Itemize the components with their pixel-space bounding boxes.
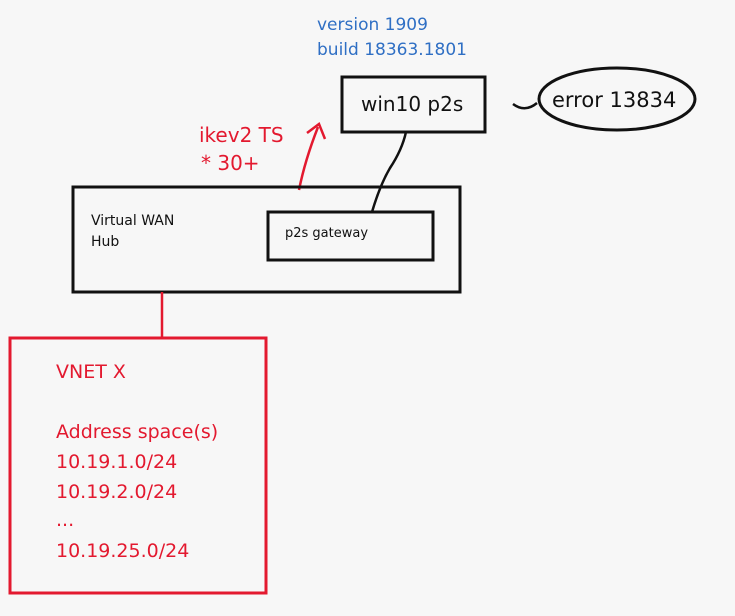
hub-label-line2: Hub	[91, 234, 119, 250]
vnet-prefix-3: 10.19.25.0/24	[56, 540, 189, 562]
client-version-text: version 1909	[317, 15, 428, 35]
vnet-title: VNET X	[56, 361, 126, 383]
hub-box	[71, 185, 462, 294]
vnet-prefix-1: 10.19.1.0/24	[56, 451, 177, 473]
vnet-address-heading: Address space(s)	[56, 421, 218, 443]
gateway-box	[266, 210, 435, 262]
error-ellipse	[537, 66, 697, 132]
vnet-prefix-2: 10.19.2.0/24	[56, 481, 177, 503]
client-build-text: build 18363.1801	[317, 40, 467, 60]
error-connector-line	[512, 102, 538, 110]
vnet-prefix-ellipsis: ...	[56, 509, 74, 531]
client-label: win10 p2s	[361, 92, 463, 116]
gateway-label: p2s gateway	[285, 226, 368, 241]
client-gateway-link	[370, 131, 408, 213]
ts-arrow-head	[306, 122, 327, 140]
ts-line1: ikev2 TS	[199, 123, 284, 147]
ts-line2: * 30+	[201, 151, 260, 175]
vnet-box	[8, 336, 268, 595]
client-box	[340, 75, 487, 134]
hub-label-line1: Virtual WAN	[91, 213, 174, 229]
ts-arrow-shaft	[297, 126, 320, 191]
error-label: error 13834	[552, 88, 676, 112]
